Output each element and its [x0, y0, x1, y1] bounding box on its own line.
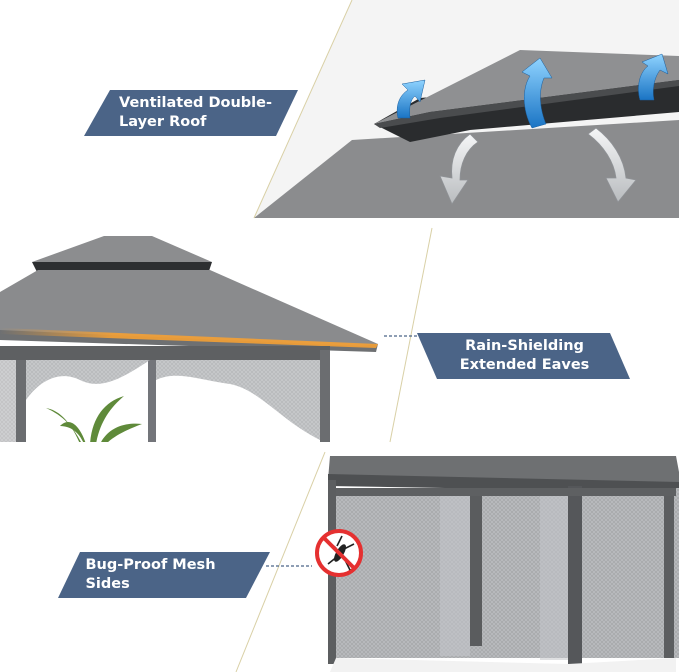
- label-bg-eaves: [417, 333, 630, 379]
- feature-label-eaves: Rain-Shielding Extended Eaves: [417, 333, 632, 379]
- frame-post: [470, 490, 482, 646]
- label-bg-roof: [84, 90, 298, 136]
- frame-post: [568, 486, 582, 668]
- feature-label-text: Ventilated Double- Layer Roof: [119, 95, 272, 130]
- feature-label-text: Rain-Shielding Extended Eaves: [459, 338, 590, 373]
- down-arrow-icon: [587, 127, 637, 203]
- feature-label-mesh: Bug-Proof Mesh Sides: [60, 552, 265, 598]
- down-arrow-icon: [439, 133, 479, 205]
- feature-label-text: Bug-Proof Mesh Sides: [85, 557, 216, 592]
- main-roof: [0, 270, 378, 350]
- label-bg-mesh: [58, 552, 270, 598]
- up-arrow-icon: [396, 79, 426, 119]
- mesh-panel: [236, 452, 679, 672]
- no-mosquito-icon: [315, 529, 363, 577]
- feature-label-roof: Ventilated Double- Layer Roof: [88, 90, 293, 136]
- lower-roof: [254, 120, 679, 218]
- eaves-panel: [0, 228, 432, 442]
- roof-panel: [254, 0, 679, 218]
- plant: [46, 396, 142, 442]
- frame-post: [664, 488, 674, 658]
- eave-glow-line: [0, 328, 378, 348]
- up-arrow-icon: [638, 53, 669, 101]
- up-arrow-icon: [521, 57, 553, 129]
